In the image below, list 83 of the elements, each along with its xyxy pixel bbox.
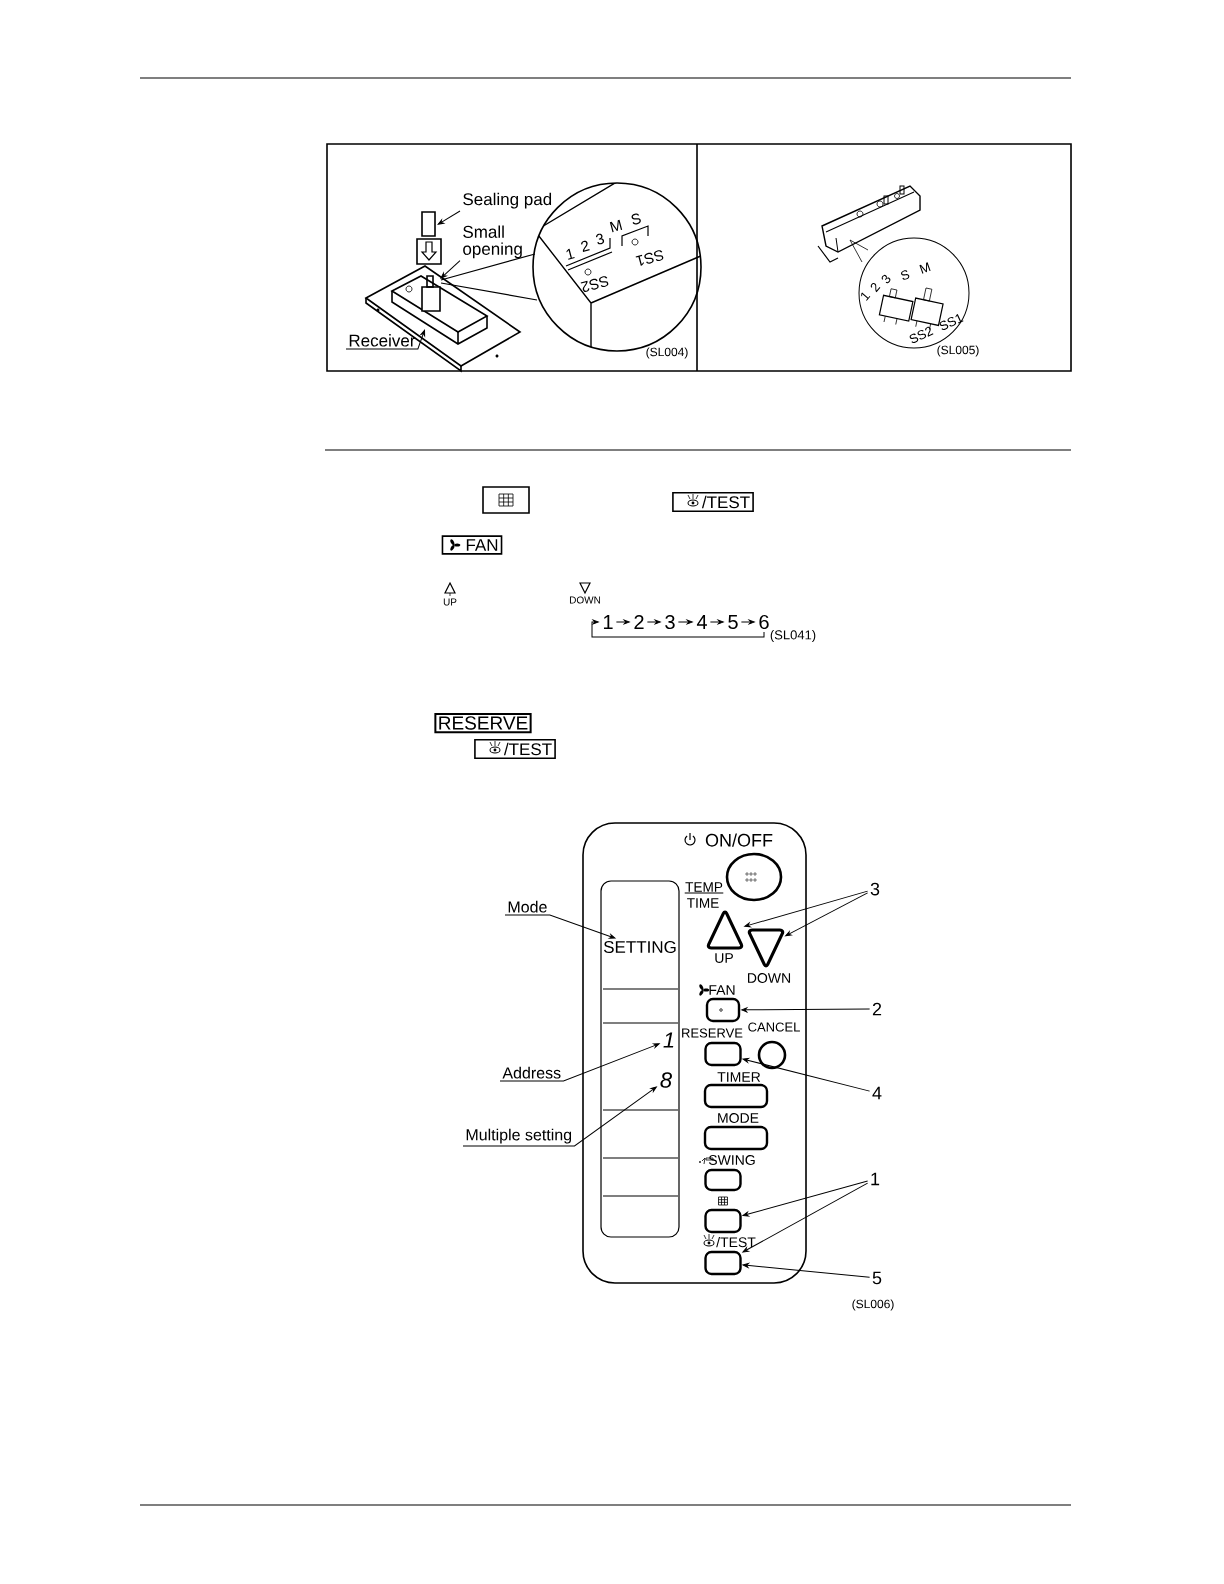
node-label: CANCEL (748, 1022, 800, 1032)
circle-label: 2 (870, 282, 881, 293)
node-label: TIMER (717, 1072, 761, 1082)
test-button: /TEST (703, 1233, 756, 1276)
node-label: UP (715, 953, 733, 963)
remote-control-body (582, 822, 807, 1284)
circle-label: 3 (596, 233, 605, 245)
symbol-caption: UP (443, 598, 457, 606)
node-label: SWING (708, 1155, 755, 1165)
sequence-number: 3 (665, 614, 675, 630)
circle-label: 3 (881, 274, 891, 284)
circle-label: 2 (581, 240, 590, 252)
arrow (615, 619, 630, 625)
leader-line (744, 890, 869, 928)
arrow (591, 619, 765, 638)
circle-label: M (609, 219, 623, 233)
display-digit: 8 (660, 1072, 672, 1088)
grid-button (704, 1196, 742, 1234)
leader-line (785, 892, 869, 937)
leader-line (742, 1058, 871, 1092)
callout-label: Receiver (349, 334, 416, 347)
display-digit: 1 (663, 1032, 674, 1048)
node-label: FAN (709, 985, 735, 995)
fan-button: FAN (699, 984, 741, 1023)
circle-label: SS2 (909, 326, 934, 344)
circle-label: M (919, 262, 931, 274)
leader-line (741, 1007, 871, 1013)
callout-label: Sealing pad (463, 192, 552, 209)
arrow (740, 619, 755, 625)
down-button: DOWN (747, 928, 791, 983)
callout-label: Small opening (463, 225, 522, 259)
callout-label: Mode (508, 900, 547, 913)
reserve-button: RESERVE (682, 1028, 743, 1067)
timer-button: TIMER (703, 1072, 769, 1109)
leader-line (742, 1182, 869, 1253)
display-text: SETTING (603, 941, 676, 953)
leader-line (742, 1263, 871, 1278)
leader-line (345, 329, 426, 350)
figure-code: (SL041) (770, 629, 816, 643)
figure-code: (SL004) (646, 347, 688, 359)
circle-label: 1 (861, 292, 871, 301)
leader-line (499, 1043, 660, 1082)
circle-label: 1 (566, 248, 575, 260)
up-button: UP (706, 910, 744, 963)
circle-label: SS1 (635, 250, 664, 266)
callout-number: 1 (871, 1172, 880, 1186)
circle-label: SS1 (939, 313, 964, 331)
leader-line (437, 210, 461, 225)
node-label: RESERVE (682, 1028, 743, 1038)
node-label: /TEST (716, 1236, 756, 1248)
arrow (677, 619, 693, 625)
display-panel (600, 880, 680, 1238)
sequence-number: 1 (604, 615, 613, 629)
key-label: TEMP (684, 882, 724, 894)
arrow (709, 619, 724, 625)
sequence-number: 4 (696, 615, 707, 629)
figure-code: (SL005) (937, 345, 979, 357)
node-label: MODE (718, 1113, 759, 1123)
callout-number: 2 (872, 1002, 882, 1016)
leader-line (504, 914, 616, 939)
sequence-number: 6 (759, 614, 769, 630)
node-label: ON/OFF (705, 833, 773, 847)
figure-code: (SL006) (852, 1299, 894, 1311)
node-label: DOWN (748, 973, 791, 983)
sequence-number: 2 (634, 615, 644, 629)
circle-label: SS2 (580, 276, 609, 292)
mode-button: MODE (703, 1113, 769, 1151)
callout-number: 4 (872, 1086, 882, 1100)
leader-line (462, 1086, 657, 1147)
circle-label: S (900, 270, 910, 280)
leader-line (742, 1180, 869, 1217)
callout-label: Multiple setting (466, 1128, 572, 1144)
symbol-caption: DOWN (570, 596, 600, 604)
circle-label: S (631, 213, 641, 225)
cancel-button: CANCEL (748, 1022, 800, 1070)
button-symbol (482, 486, 530, 514)
sequence-number: 5 (728, 615, 738, 629)
callout-label: Address (502, 1066, 561, 1079)
callout-number: 5 (872, 1271, 882, 1285)
swing-button: SWING (699, 1155, 755, 1192)
callout-number: 3 (870, 882, 880, 896)
leader-line (440, 260, 461, 279)
arrow (646, 619, 661, 625)
